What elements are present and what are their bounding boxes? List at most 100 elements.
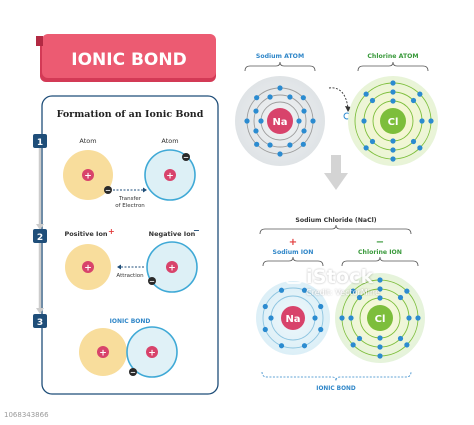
chlorine-atom-bracket [357, 61, 429, 72]
electron-dot [253, 108, 259, 114]
electron-dot [278, 343, 285, 349]
electron-dot [267, 142, 273, 148]
electron-dot [312, 315, 318, 321]
electron-dot [390, 147, 396, 153]
page-title: IONIC BOND [71, 50, 186, 70]
electron-dot [406, 315, 412, 321]
sodium-symbol: Na [272, 117, 287, 128]
svg-text:+: + [84, 264, 92, 274]
electron-dot [301, 343, 308, 349]
electron-dot [287, 94, 293, 100]
electron-dot [410, 97, 417, 104]
electron-dot [350, 288, 356, 294]
timeline-arrow [36, 308, 44, 314]
electron-dot [296, 118, 302, 124]
sodium-ion-symbol: Na [285, 314, 300, 325]
reaction-down-arrow [324, 155, 348, 190]
electron-dot [258, 118, 264, 124]
step-badge-1: 1 [33, 134, 47, 148]
electron-dot [417, 91, 423, 97]
electron-dot [262, 303, 268, 310]
ionic-bond-label: IONIC BOND [316, 386, 356, 392]
electron-dot [254, 141, 260, 147]
electron-dot [369, 138, 376, 145]
electron-dot [410, 138, 417, 145]
electron-dot [363, 91, 369, 97]
positive-ion-label: Positive Ion [64, 230, 107, 238]
electron-dot [415, 315, 421, 321]
svg-text:−: − [149, 278, 155, 286]
electron-dot [377, 277, 383, 283]
chlorine-ion-electrons [339, 277, 421, 359]
chlorine-ion: Cl [335, 273, 425, 363]
compound-bracket [259, 224, 412, 235]
timeline-arrow [36, 224, 44, 230]
electron-dot [404, 288, 410, 294]
electron-dot [419, 118, 425, 124]
step3-electron [129, 368, 137, 376]
electron-dot [277, 151, 283, 157]
electron-dot [377, 295, 383, 301]
image-id: 1068343866 [4, 411, 49, 419]
electron-dot [377, 335, 383, 341]
electron-transfer-arrow [328, 87, 349, 109]
electron-dot [262, 326, 268, 333]
svg-text:+: + [99, 349, 107, 359]
electron-dot [300, 95, 306, 101]
chlorine-ion-label: Chlorine ION [358, 249, 402, 256]
electron-dot [363, 145, 369, 151]
electron-dot [301, 287, 308, 293]
electron-dot [310, 118, 316, 124]
electron-dot [356, 335, 363, 342]
title-banner: IONIC BOND [36, 34, 216, 82]
negative-ion-label: Negative Ion [149, 230, 196, 238]
svg-text:−: − [183, 154, 189, 162]
formation-heading: Formation of an Ionic Bond [57, 109, 204, 120]
step2-core [166, 261, 178, 273]
electron-dot [348, 315, 354, 321]
step3-core [146, 346, 158, 358]
watermark: iStock Credit: VectorMine [286, 266, 472, 300]
svg-text:1: 1 [37, 138, 43, 148]
electron-dot [350, 342, 356, 348]
electron-dot [390, 89, 396, 95]
sodium-ion-electrons [262, 287, 324, 349]
chlorine-electrons [361, 80, 434, 162]
step3-label: IONIC BOND [110, 318, 151, 325]
electron-dot [254, 95, 260, 101]
electron-dot [339, 315, 345, 321]
electron-dot [253, 128, 259, 134]
electron-dot [397, 294, 404, 301]
watermark-brand: iStock [306, 266, 374, 288]
istock-logo-icon [286, 268, 302, 284]
svg-text:−: − [105, 187, 111, 195]
electron-dot [390, 156, 396, 162]
sodium-atom-bracket [244, 61, 316, 72]
chlorine-ion-sign: − [376, 237, 384, 248]
ionic-bond-bracket [261, 371, 412, 382]
sodium-ion-sign: + [289, 237, 297, 248]
chlorine-symbol: Cl [388, 117, 399, 128]
electron-dot [318, 326, 324, 333]
electron-dot [287, 142, 293, 148]
electron-dot [356, 294, 363, 301]
sodium-atom: Na [235, 76, 325, 166]
svg-text:+: + [148, 349, 156, 359]
step1-core [164, 169, 176, 181]
svg-text:2: 2 [37, 233, 43, 243]
step3-positive-core [97, 346, 109, 358]
electron-dot [397, 335, 404, 342]
svg-text:+: + [168, 264, 176, 274]
step2-positive-core [82, 261, 94, 273]
attraction-arrow-head [117, 264, 121, 270]
electron-dot [277, 85, 283, 91]
electron-dot [244, 118, 250, 124]
electron-dot [301, 128, 307, 134]
electron-dot [268, 315, 274, 321]
sodium-electrons [244, 85, 316, 157]
transfer-arrow-head [143, 187, 147, 193]
chlorine-atom: Cl [348, 76, 438, 166]
electron-dot [390, 138, 396, 144]
electron-dot [301, 108, 307, 114]
